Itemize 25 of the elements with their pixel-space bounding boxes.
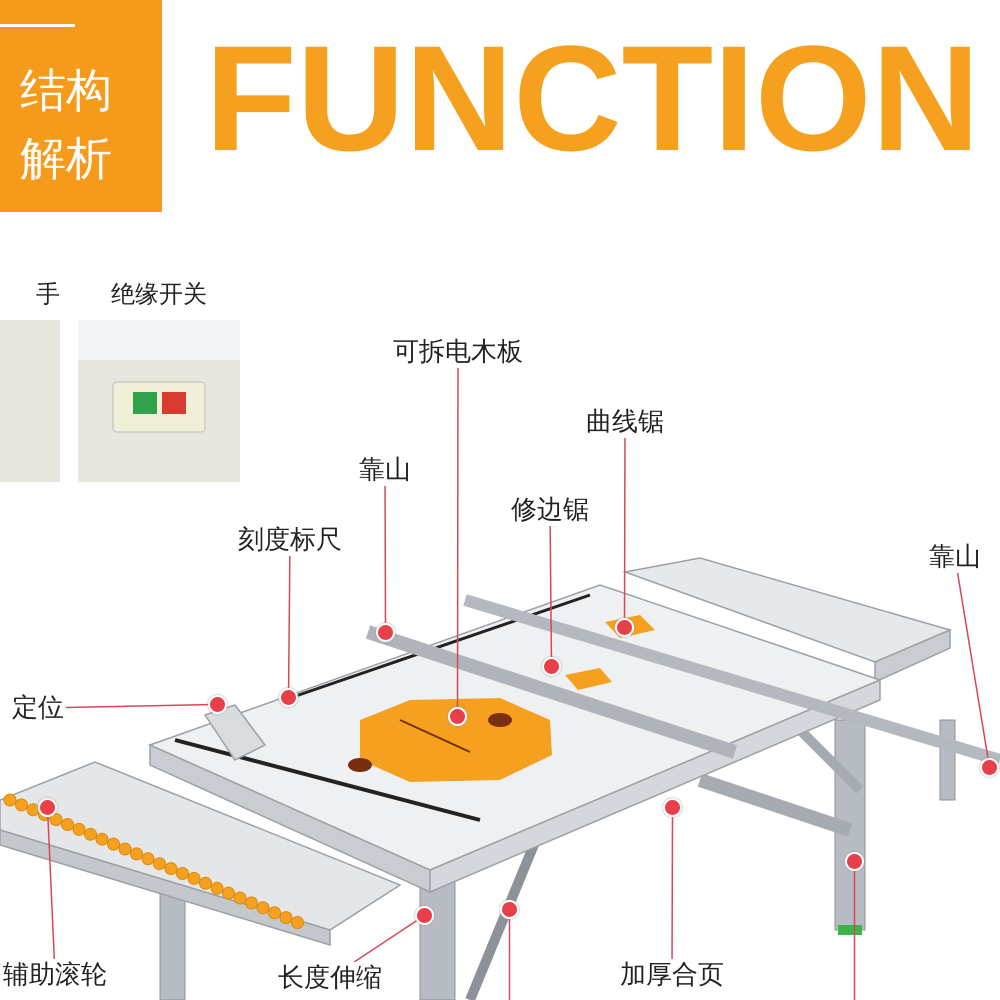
- callout-dot: [415, 906, 434, 925]
- leader-line: [47, 816, 56, 960]
- leader-line: [456, 368, 459, 707]
- heading-text: 结构: [20, 62, 112, 118]
- leader-line: [624, 438, 626, 618]
- leader-line: [66, 704, 208, 708]
- callout-dot: [208, 695, 227, 714]
- callout-dot: [279, 688, 298, 707]
- callout-dot: [663, 798, 682, 817]
- leader-line: [956, 572, 989, 758]
- callout-dot: [980, 758, 999, 777]
- leader-line: [854, 871, 856, 1000]
- heading-text: 解析: [20, 130, 112, 186]
- header-panel: [0, 0, 162, 212]
- callout-dot: [500, 900, 519, 919]
- leader-line: [384, 486, 386, 623]
- inset-caption: 手: [35, 279, 60, 310]
- title-text: FUNCTION: [205, 18, 980, 178]
- leader-line: [671, 817, 674, 959]
- callout-dot: [376, 623, 395, 642]
- leader-line: [549, 526, 552, 657]
- leader-line: [508, 919, 510, 1000]
- leader-line: [288, 556, 291, 688]
- inset-caption: 绝缘开关: [110, 279, 208, 310]
- leader-line: [354, 920, 417, 963]
